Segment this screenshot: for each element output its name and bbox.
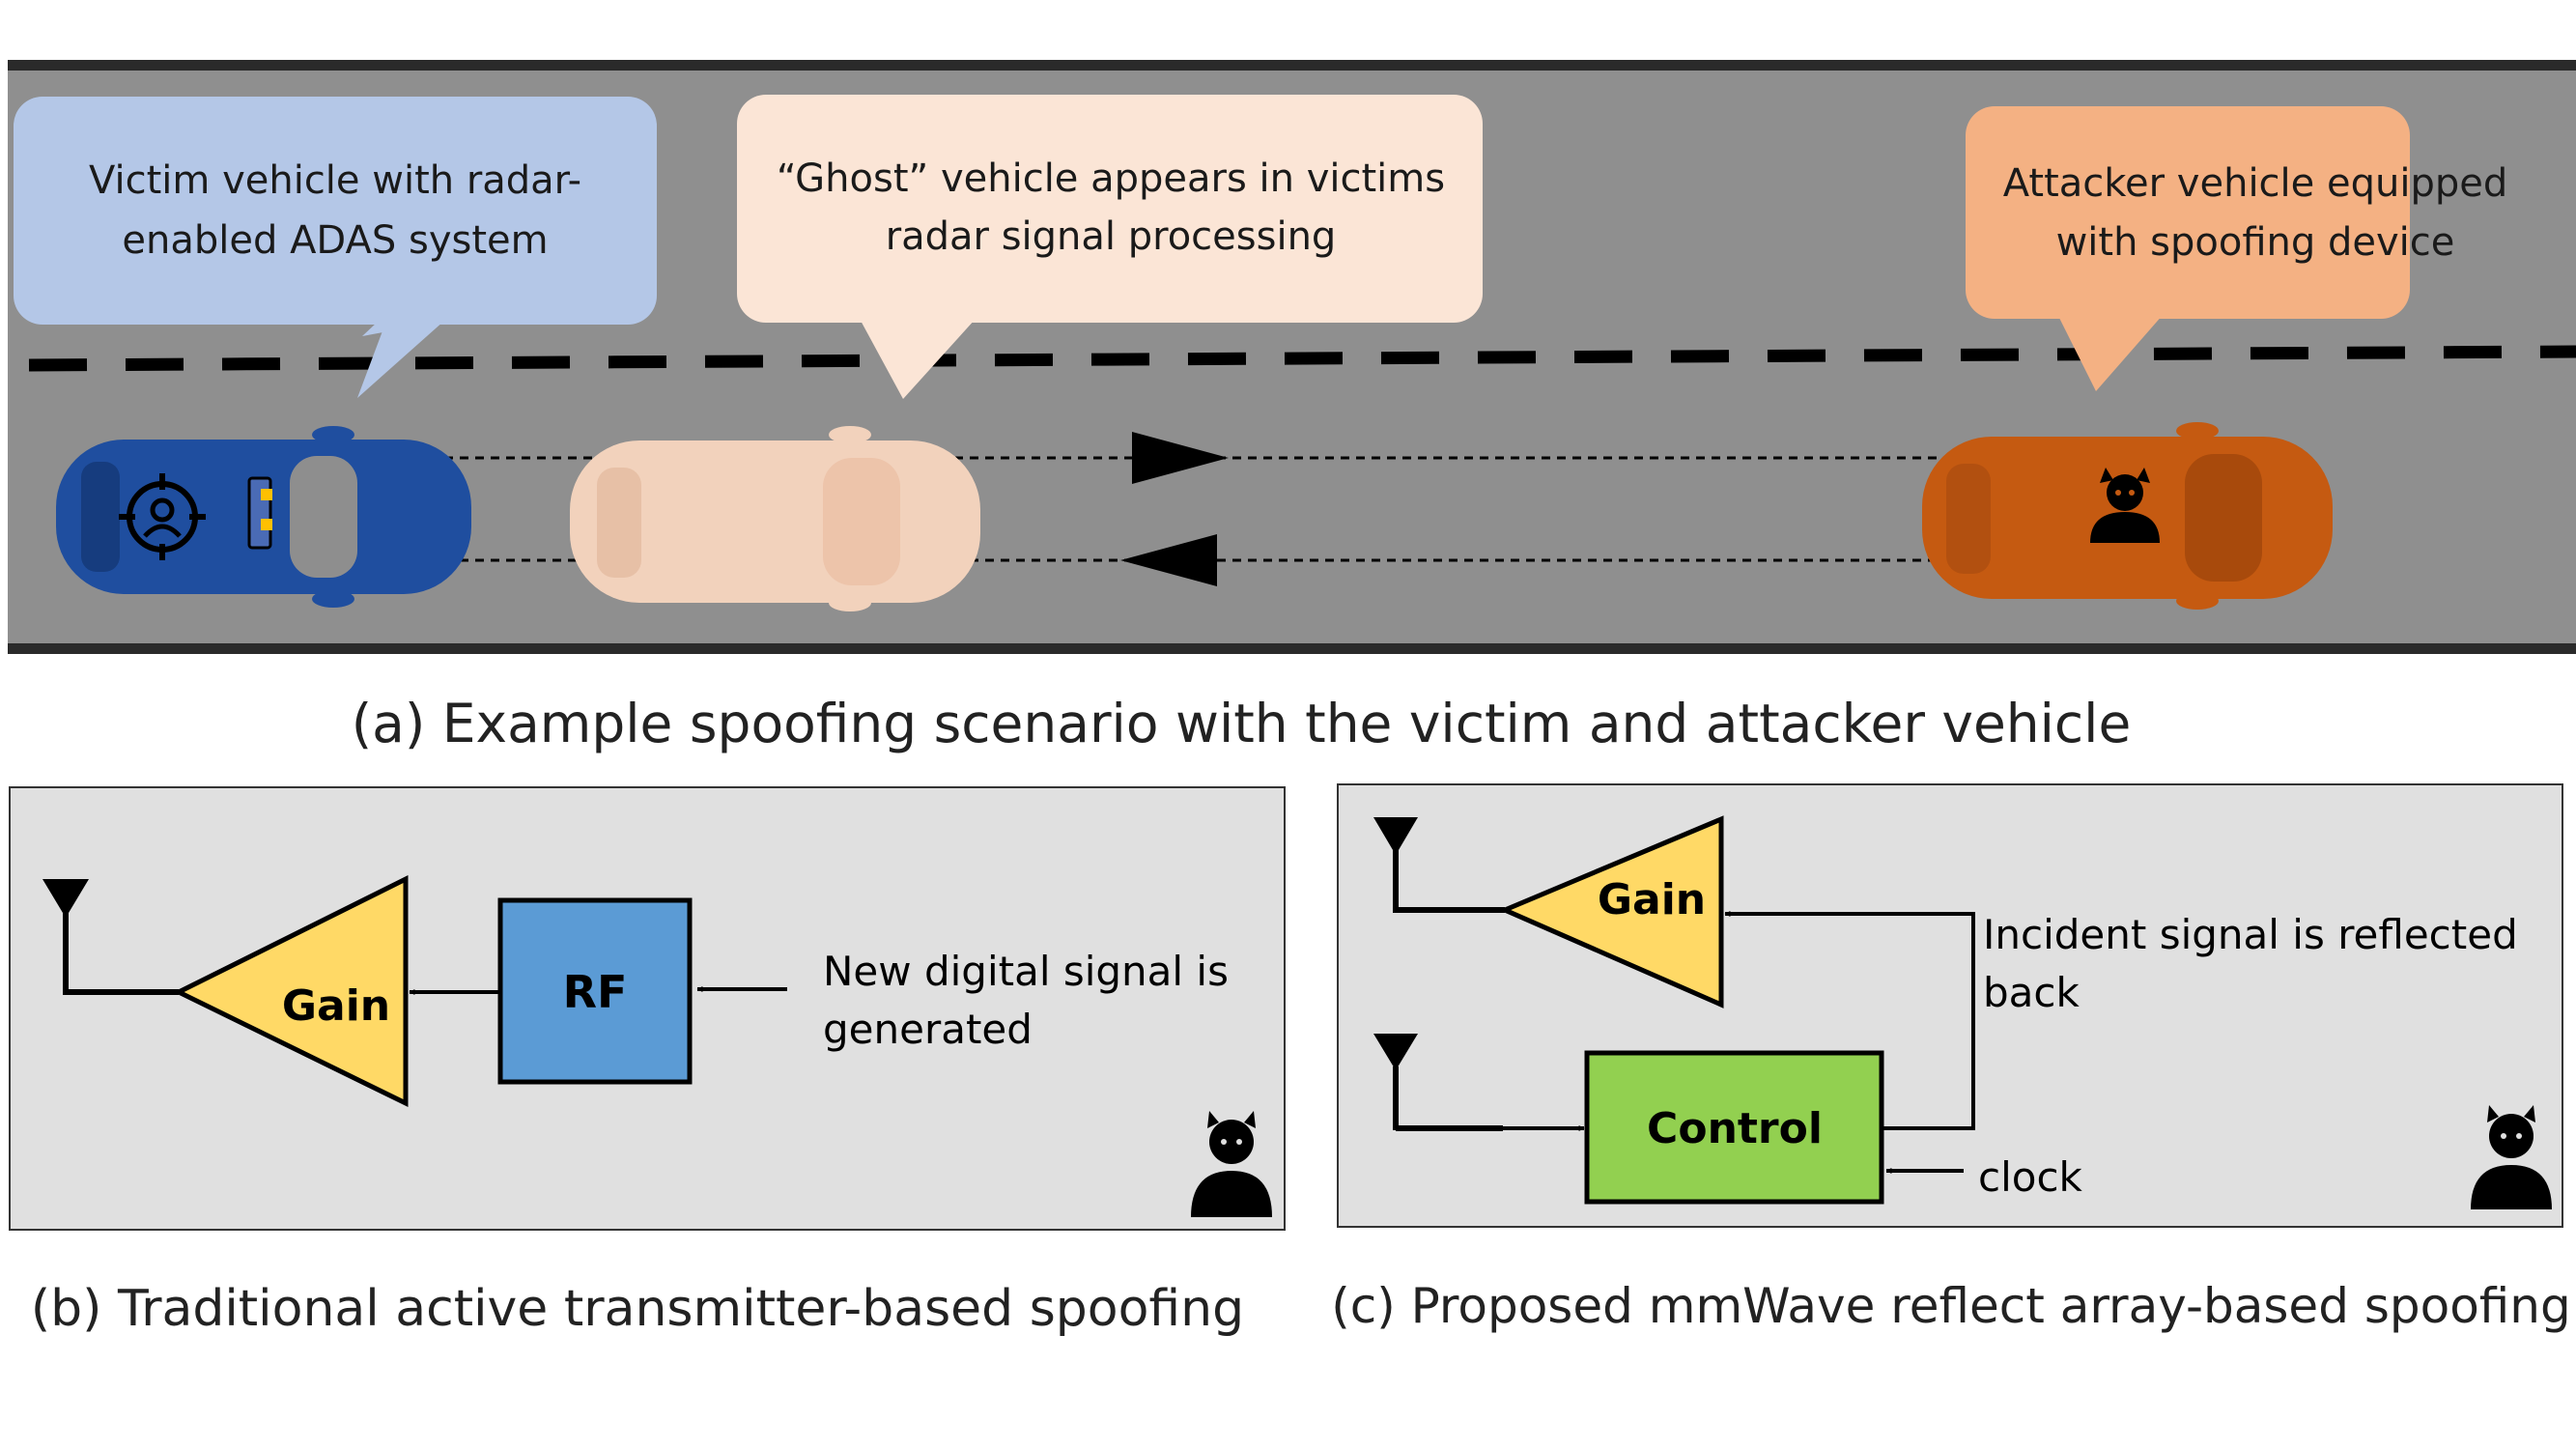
attacker-callout: Attacker vehicle equipped with spoofing … — [1966, 106, 2507, 391]
rf-block — [497, 897, 693, 1085]
antenna-icon — [42, 879, 89, 995]
devil-person-icon — [1191, 1111, 1272, 1217]
control-block — [1584, 1050, 1884, 1205]
arrow-head-right — [1132, 432, 1229, 484]
road-edge-bottom — [8, 643, 2576, 654]
panel-c-note-line1: Incident signal is reflected — [1983, 911, 2518, 958]
attacker-callout-line1: Attacker vehicle equipped — [2003, 161, 2507, 206]
rf-label: RF — [563, 966, 628, 1018]
clock-label: clock — [1978, 1153, 2083, 1201]
devil-person-icon — [2471, 1105, 2552, 1209]
antenna-icon — [1373, 817, 1418, 913]
panel-proposed: Gain Control clock Incident signal is re… — [1331, 783, 2571, 1334]
attacker-callout-line2: with spoofing device — [2056, 220, 2455, 265]
victim-callout: Victim vehicle with radar- enabled ADAS … — [14, 97, 657, 398]
ghost-callout: “Ghost” vehicle appears in victims radar… — [737, 95, 1483, 399]
caption-a: (a) Example spoofing scenario with the v… — [352, 693, 2132, 754]
target-icon — [119, 473, 206, 560]
gain-label-b: Gain — [282, 981, 390, 1031]
attacker-car — [1922, 422, 2333, 610]
road-edge-top — [8, 60, 2576, 71]
panel-traditional: Gain RF New digital signal is generated … — [9, 786, 1286, 1338]
gain-amplifier-b — [173, 874, 409, 1108]
gain-amplifier-c — [1498, 815, 1724, 1009]
caption-c: (c) Proposed mmWave reflect array-based … — [1331, 1278, 2570, 1334]
control-label: Control — [1647, 1104, 1823, 1153]
attacker-person-icon — [2090, 468, 2160, 543]
panel-c-background — [1337, 783, 2563, 1228]
ghost-callout-line2: radar signal processing — [886, 214, 1337, 259]
panel-c-note-line2: back — [1983, 969, 2080, 1016]
antenna-icon — [1373, 1034, 1418, 1130]
panel-b-note-line1: New digital signal is — [823, 948, 1229, 995]
panel-b-note-line2: generated — [823, 1006, 1033, 1053]
gain-label-c: Gain — [1598, 875, 1706, 924]
victim-callout-line2: enabled ADAS system — [122, 218, 548, 263]
road-scene: Victim vehicle with radar- enabled ADAS … — [8, 60, 2576, 754]
lane-divider — [28, 345, 2576, 372]
caption-b: (b) Traditional active transmitter-based… — [31, 1280, 1244, 1338]
ghost-car — [570, 426, 980, 611]
victim-callout-line1: Victim vehicle with radar- — [89, 158, 581, 203]
radar-sensor — [247, 476, 272, 550]
victim-car — [56, 426, 471, 608]
arrow-head-left — [1120, 534, 1217, 586]
ghost-callout-line1: “Ghost” vehicle appears in victims — [777, 156, 1445, 201]
